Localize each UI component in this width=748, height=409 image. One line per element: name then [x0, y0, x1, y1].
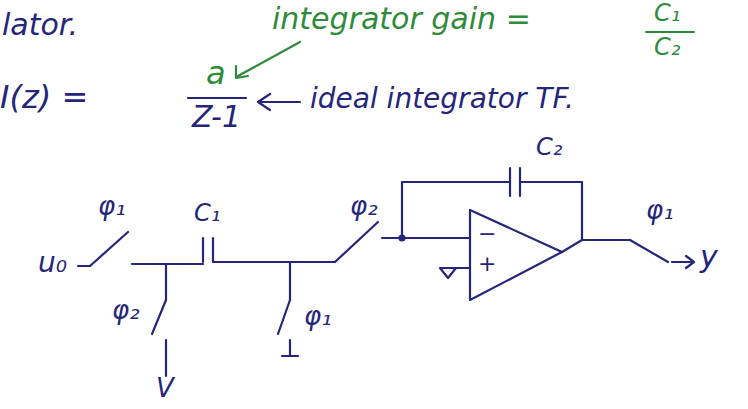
- wire: [289, 340, 291, 356]
- clock-phase: φ₁: [646, 196, 674, 225]
- clock-phase: φ₁: [98, 192, 126, 221]
- switch-symbol: [335, 222, 378, 262]
- signal-name: y: [700, 240, 718, 273]
- pin-sign: −: [478, 222, 496, 246]
- fraction-bar: [646, 31, 694, 33]
- ground-symbol: [440, 268, 456, 278]
- opamp-symbol: [470, 210, 562, 300]
- switch-symbol: [90, 232, 128, 266]
- wire: [520, 182, 582, 240]
- signal-name: V: [156, 374, 174, 403]
- note-text: lator.: [2, 8, 78, 41]
- capacitor-label: C₂: [536, 134, 562, 160]
- capacitor-plate: [509, 168, 511, 196]
- capacitor-label: C₁: [194, 200, 220, 226]
- clock-phase: φ₂: [112, 296, 140, 325]
- wire: [132, 263, 203, 265]
- wire: [165, 340, 167, 376]
- arrow-head: [236, 66, 248, 78]
- wire: [382, 237, 470, 239]
- capacitor-plate: [212, 238, 214, 262]
- note-text: ideal integrator TF.: [310, 84, 574, 115]
- leader-arrow: [238, 42, 300, 76]
- clock-phase: φ₂: [350, 192, 378, 221]
- clock-phase: φ₁: [304, 302, 332, 331]
- capacitor-plate: [202, 238, 204, 262]
- switch-symbol: [152, 300, 166, 334]
- switch-symbol: [630, 240, 668, 262]
- pin-sign: +: [478, 252, 496, 276]
- wire: [165, 264, 167, 300]
- wire: [562, 240, 630, 252]
- fraction-denominator: Z-1: [192, 100, 241, 133]
- fraction-bar: [188, 97, 246, 99]
- signal-name: u₀: [38, 248, 67, 279]
- wire: [289, 262, 291, 300]
- pointer-arrow: [258, 94, 300, 110]
- fraction-numerator: a: [206, 56, 226, 91]
- formula-text: I(z) =: [0, 80, 88, 115]
- wire: [213, 261, 335, 263]
- output-arrow: [672, 256, 694, 268]
- fraction-denominator: C₂: [654, 34, 680, 60]
- ground-symbol: [282, 355, 298, 357]
- note-text: integrator gain =: [272, 2, 531, 35]
- switch-symbol: [278, 300, 290, 334]
- wire: [78, 265, 90, 267]
- fraction-numerator: C₁: [654, 0, 680, 26]
